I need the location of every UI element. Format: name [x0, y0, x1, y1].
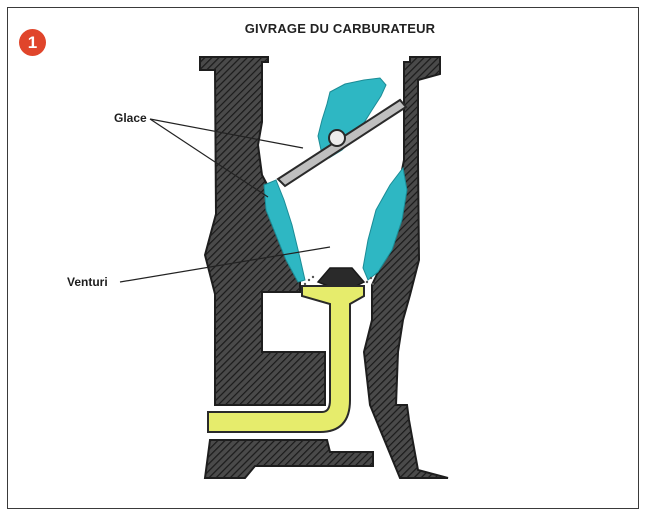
label-glace: Glace — [114, 111, 147, 125]
fuel-passage — [207, 285, 365, 433]
carburetor-left-wall — [199, 56, 326, 406]
leader-lines — [119, 118, 331, 283]
fuel-spray-dots — [303, 275, 375, 286]
figure-number-badge: 1 — [19, 29, 46, 56]
fuel-nozzle-cap — [316, 267, 366, 287]
ice-left-venturi — [263, 179, 306, 283]
carburetor-base — [203, 439, 374, 479]
ice-right-venturi — [362, 166, 408, 281]
throttle-shaft — [328, 129, 346, 147]
figure-title: GIVRAGE DU CARBURATEUR — [244, 21, 436, 36]
label-venturi: Venturi — [67, 275, 108, 289]
